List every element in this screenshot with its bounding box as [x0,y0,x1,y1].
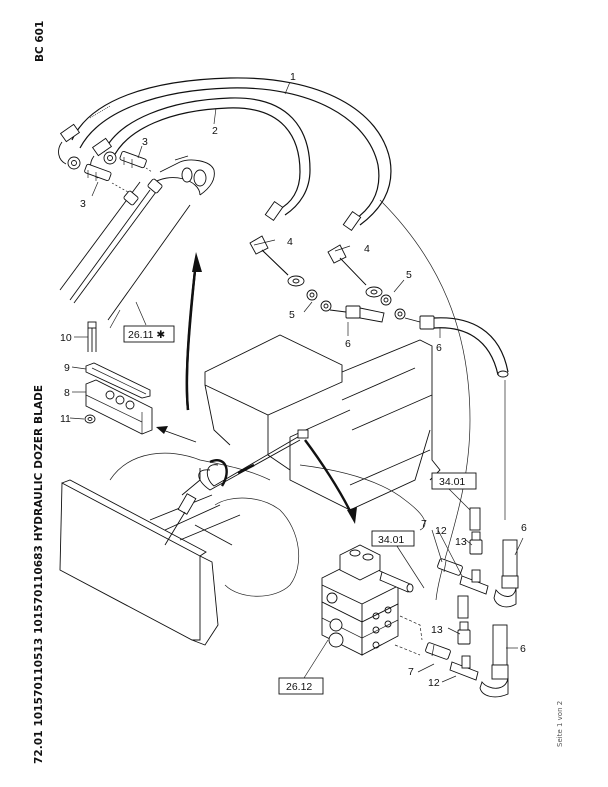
clamp-bolt-10[interactable] [87,321,97,352]
callout-6: 6 [520,643,526,655]
fitting-13b[interactable] [457,621,471,645]
arrow-to-clamp [156,426,197,443]
adapter-7b[interactable] [425,642,451,660]
elbow-fitting-4a[interactable] [249,200,305,287]
reference-label: 34.01 [378,534,404,546]
nut-11[interactable] [84,414,96,424]
callout-6: 6 [436,342,442,354]
pipe-ends-3401 [457,507,481,619]
callout-1: 1 [290,71,296,83]
connector-3b[interactable] [119,150,147,169]
control-valve[interactable] [321,544,414,656]
callout-13: 13 [431,624,443,636]
reference-box-26-12[interactable]: 26.12 [278,677,324,695]
callout-3: 3 [142,136,148,148]
callout-13: 13 [455,536,467,548]
reference-label: 34.01 [439,476,465,488]
callout-4: 4 [364,243,370,255]
hose-routing-blade [164,269,309,546]
nuts-5[interactable] [306,289,406,320]
leader-lines [69,81,524,683]
adapter-7a[interactable] [437,558,463,576]
hose-6-lower-b[interactable] [479,624,509,698]
hose-6-lower-a[interactable] [493,539,519,608]
callout-4: 4 [287,236,293,248]
dozer-blade[interactable] [59,479,241,646]
reference-box-26-11[interactable]: 26.11 ✱ [123,325,175,343]
callout-6: 6 [521,522,527,534]
reference-box-34-01-mid[interactable]: 34.01 [371,530,415,547]
tires [109,452,426,597]
clamp-block-8[interactable] [85,379,153,435]
callout-5: 5 [289,309,295,321]
callout-7: 7 [408,666,414,678]
tee-12b[interactable] [449,655,479,681]
callout-2: 2 [212,125,218,137]
reference-label: 26.12 [286,681,312,693]
callout-11: 11 [60,413,71,425]
hose-6-upper[interactable] [329,305,509,378]
callout-12: 12 [428,677,440,689]
callout-7: 7 [421,518,427,530]
callout-9: 9 [64,362,70,374]
hose-2[interactable] [103,97,311,216]
callout-6: 6 [345,338,351,350]
callout-3: 3 [80,198,86,210]
elbow-fitting-4b[interactable] [327,210,383,298]
callout-5: 5 [406,269,412,281]
callout-8: 8 [64,387,70,399]
callout-10: 10 [60,332,72,344]
hydraulic-cylinder[interactable] [59,155,215,321]
reference-box-34-01-top[interactable]: 34.01 [431,472,477,490]
reference-label: 26.11 ✱ [128,329,165,341]
hose-1[interactable] [71,77,392,226]
clamp-plate-9[interactable] [85,362,151,399]
connector-3a[interactable] [84,163,112,182]
arrow-to-cylinder [185,252,202,411]
fitting-13a[interactable] [469,531,483,555]
engine-housing [204,334,441,511]
arrow-to-valve [304,439,357,524]
tee-12a[interactable] [459,569,489,595]
callout-12: 12 [435,525,447,537]
